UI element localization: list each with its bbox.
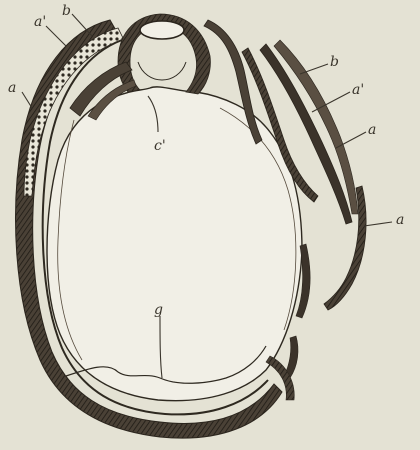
label-a-right-upper: a: [368, 122, 376, 138]
opening-inner-lines: [138, 62, 186, 80]
label-a-right-lower: a: [396, 212, 404, 228]
central-cavity: [47, 87, 302, 401]
top-opening: [140, 21, 184, 39]
label-a-prime-top: a': [34, 14, 46, 30]
label-g: g: [154, 302, 163, 318]
label-c-prime: c': [154, 138, 166, 154]
label-a-left: a: [8, 80, 16, 96]
label-b-top: b: [62, 3, 71, 19]
label-a-prime-right: a': [352, 82, 364, 98]
label-b-right: b: [330, 54, 339, 70]
